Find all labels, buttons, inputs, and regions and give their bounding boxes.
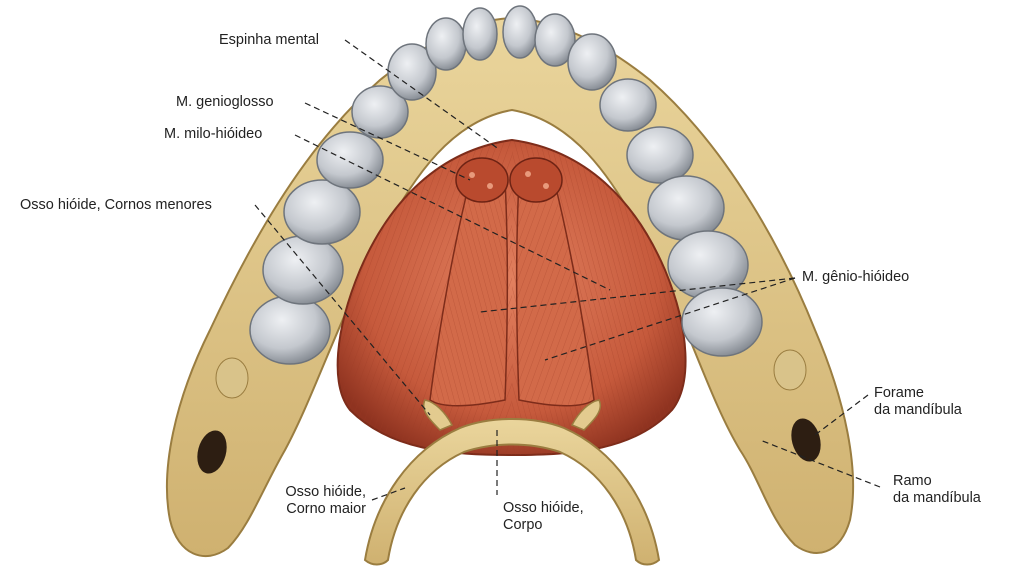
label-osso-hioide-corpo: Osso hióide, Corpo xyxy=(503,500,584,534)
label-ramo-line1: Ramo xyxy=(893,473,932,489)
label-corpo-line2: Corpo xyxy=(503,517,543,533)
label-espinha-mental: Espinha mental xyxy=(219,32,319,48)
hyoid-lesser-horn-right xyxy=(570,399,601,431)
label-m-milo-hioideo: M. milo-hióideo xyxy=(164,126,263,142)
label-corno-maior-line2: Corno maior xyxy=(286,501,366,517)
label-forame-line2: da mandíbula xyxy=(874,402,962,418)
leader-m-milo-hioideo xyxy=(294,134,611,291)
label-forame-da-mandibula: Forame da mandíbula xyxy=(874,385,962,419)
hyoid-bone xyxy=(363,418,661,566)
leader-lines xyxy=(254,39,881,501)
genioglossus-cut-right xyxy=(509,157,563,203)
label-osso-hioide-cornos-menores: Osso hióide, Cornos menores xyxy=(20,197,212,213)
leader-genio-hioideo-a xyxy=(479,277,796,313)
mandibular-foramen-left xyxy=(197,430,227,474)
label-ramo-da-mandibula: Ramo da mandíbula xyxy=(893,473,981,507)
label-m-genio-hioideo: M. gênio-hióideo xyxy=(802,269,910,285)
label-corpo-line1: Osso hióide, xyxy=(503,500,584,516)
leader-espinha-mental xyxy=(344,39,501,151)
leader-m-genioglosso xyxy=(304,102,471,181)
label-forame-line1: Forame xyxy=(874,385,924,401)
label-corno-maior-line1: Osso hióide, xyxy=(285,484,366,500)
leader-genio-hioideo-b xyxy=(544,277,796,361)
label-osso-hioide-corno-maior: Osso hióide, Corno maior xyxy=(262,484,366,518)
teeth-left xyxy=(249,7,498,365)
leader-cornos-menores xyxy=(254,204,431,416)
mandibular-foramen-right xyxy=(791,418,821,462)
genioglossus-cut-left xyxy=(455,157,509,203)
teeth-right xyxy=(502,5,763,357)
label-m-genioglosso: M. genioglosso xyxy=(176,94,274,110)
leader-ramo xyxy=(759,439,881,488)
leader-forame xyxy=(814,394,869,436)
leader-corno-maior xyxy=(371,487,406,501)
hyoid-lesser-horn-left xyxy=(423,399,454,431)
label-ramo-line2: da mandíbula xyxy=(893,490,981,506)
